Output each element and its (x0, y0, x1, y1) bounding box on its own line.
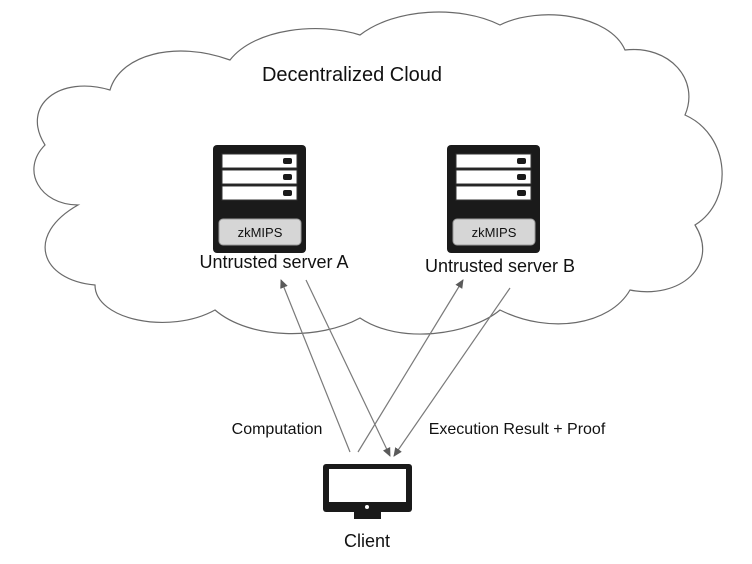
monitor-stand (354, 512, 381, 519)
server-b-drive-1 (455, 153, 532, 169)
monitor-power-dot (365, 505, 369, 509)
server-b-drive-2 (455, 169, 532, 185)
server-a-label: Untrusted server A (199, 252, 348, 272)
server-a-led-2 (283, 174, 292, 180)
server-b-led-3 (517, 190, 526, 196)
server-b-label: Untrusted server B (425, 256, 575, 276)
server-a-led-3 (283, 190, 292, 196)
computation-arrow-to-server-a (280, 279, 351, 453)
server-b-chip-label: zkMIPS (472, 225, 517, 240)
client-label: Client (344, 531, 390, 551)
computation-arrow-to-server-b (357, 279, 464, 453)
monitor-screen (329, 469, 406, 502)
server-a-chip-label: zkMIPS (238, 225, 283, 240)
server-a: zkMIPS (213, 145, 306, 253)
server-b: zkMIPS (447, 145, 540, 253)
server-a-chip (218, 218, 302, 246)
client-monitor-icon (323, 464, 412, 519)
server-a-drive-3 (221, 185, 298, 201)
computation-label: Computation (232, 421, 323, 438)
server-b-led-1 (517, 158, 526, 164)
result-arrow-from-server-b (393, 287, 511, 457)
server-b-led-2 (517, 174, 526, 180)
result-label: Execution Result + Proof (429, 421, 606, 438)
server-a-led-1 (283, 158, 292, 164)
cloud-title: Decentralized Cloud (262, 64, 442, 86)
result-arrow-from-server-a (305, 279, 391, 457)
decentralized-cloud-shape (33, 11, 723, 335)
server-a-drive-1 (221, 153, 298, 169)
server-b-drive-3 (455, 185, 532, 201)
server-a-drive-2 (221, 169, 298, 185)
server-b-chip (452, 218, 536, 246)
